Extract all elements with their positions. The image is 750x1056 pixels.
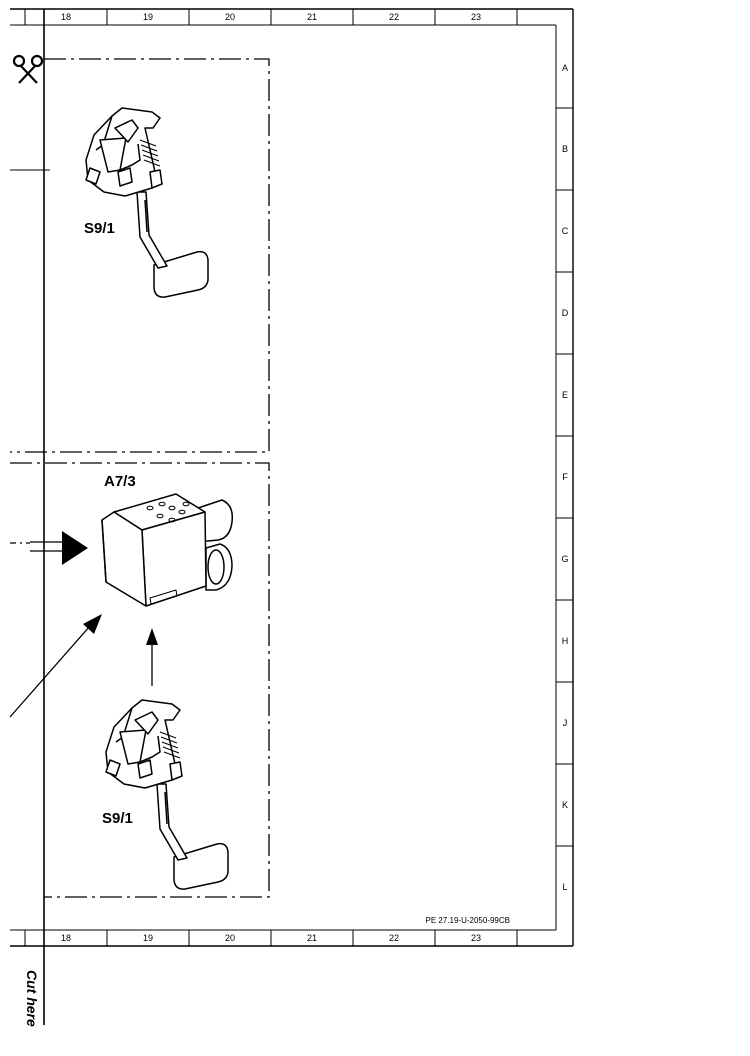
drawing-reference: PE 27.19-U-2050-99CB: [426, 916, 511, 925]
column-number: 19: [143, 933, 153, 943]
row-letter: K: [562, 800, 568, 810]
brake-pedal-switch-bottom: [105, 699, 229, 890]
region-boundaries: [10, 58, 270, 898]
row-letter: L: [562, 882, 567, 892]
module-label: A7/3: [104, 473, 136, 490]
column-number: 23: [471, 933, 481, 943]
scissors-icon: [12, 54, 44, 84]
column-number: 18: [61, 12, 71, 22]
arrow-right-icon: [10, 531, 88, 565]
column-number: 18: [61, 933, 71, 943]
column-ruler-bottom: [106, 930, 518, 946]
row-letter: J: [563, 718, 568, 728]
row-letter: H: [562, 636, 569, 646]
row-letter: G: [561, 554, 568, 564]
pedal-top-label: S9/1: [84, 220, 115, 237]
column-number: 21: [307, 933, 317, 943]
column-number: 22: [389, 12, 399, 22]
arrow-up-icon: [146, 628, 158, 686]
arrow-diagonal-icon: [9, 614, 102, 718]
row-letter: F: [562, 472, 568, 482]
row-letter: B: [562, 144, 568, 154]
column-number: 22: [389, 933, 399, 943]
column-number: 20: [225, 933, 235, 943]
row-letter: E: [562, 390, 568, 400]
row-letter: C: [562, 226, 569, 236]
column-number: 20: [225, 12, 235, 22]
cut-here-label: Cut here: [24, 970, 40, 1027]
column-number: 23: [471, 12, 481, 22]
sheet-frame: [10, 8, 574, 1025]
column-number: 21: [307, 12, 317, 22]
column-ruler-top: [106, 9, 518, 25]
brake-pedal-switch-top: [85, 107, 209, 298]
row-ruler-right: [556, 107, 573, 847]
row-letter: D: [562, 308, 569, 318]
column-number: 19: [143, 12, 153, 22]
control-module-a7-3: [101, 493, 234, 607]
row-letter: A: [562, 63, 568, 73]
pedal-bottom-label: S9/1: [102, 810, 133, 827]
